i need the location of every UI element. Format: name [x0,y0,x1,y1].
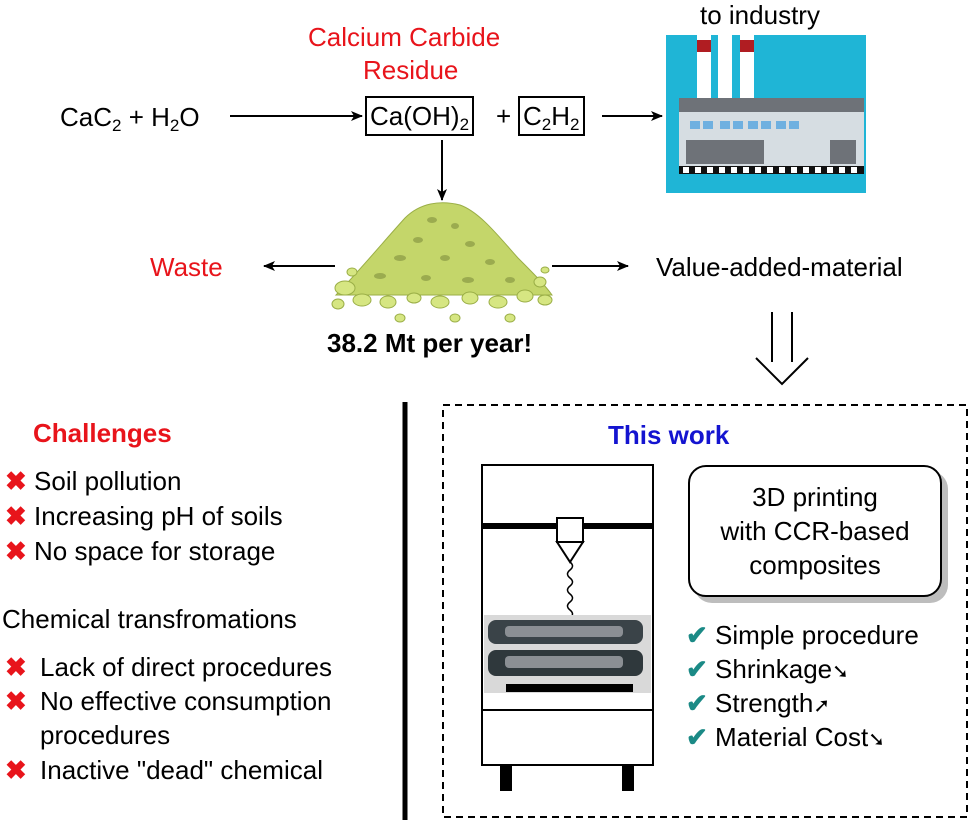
ccr-label-line2: Residue [363,55,459,85]
benefit-item: ✔ Shrinkage➘ [686,654,849,684]
industry-label: to industry [700,0,820,30]
cross-icon: ✖ [5,755,27,785]
benefit-item: ✔ Strength➚ [686,688,831,718]
trend-up-icon: ➚ [813,695,831,717]
check-icon: ✔ [686,620,708,650]
annual-amount: 38.2 Mt per year! [327,328,533,358]
chemical-item: ✖ No effective consumption [5,686,332,716]
reaction-reactants: CaC2 + H2O [60,102,200,135]
cross-icon: ✖ [5,652,27,682]
check-icon: ✔ [686,722,708,752]
printer-icon [481,464,654,791]
cross-icon: ✖ [5,686,27,716]
chemical-item: ✖ Inactive "dead" chemical [5,755,323,785]
chemical-item-continued: procedures [40,720,171,750]
trend-down-icon: ➘ [868,729,885,751]
value-added-label: Value-added-material [656,252,903,282]
waste-label: Waste [150,252,223,282]
check-icon: ✔ [686,654,708,684]
printing-description-box: 3D printing with CCR-based composites [688,465,942,597]
ccr-label-line1: Calcium Carbide [308,22,501,52]
trend-down-icon: ➘ [832,661,849,683]
factory-icon [666,35,866,193]
box-line: with CCR-based [720,516,910,546]
plus-sign: + [496,101,512,131]
ccr-pile-icon [331,202,553,323]
box-line: composites [749,550,881,580]
challenges-title: Challenges [33,418,172,448]
challenge-item: ✖ No space for storage [5,536,276,566]
chemical-title: Chemical transfromations [2,604,297,634]
cross-icon: ✖ [5,536,27,566]
benefit-item: ✔ Material Cost➘ [686,722,885,752]
cross-icon: ✖ [5,466,27,496]
product-caoh2-box: Ca(OH)2 [365,96,475,136]
product-c2h2-box: C2H2 [518,96,585,136]
challenge-item: ✖ Increasing pH of soils [5,501,283,531]
challenge-item: ✖ Soil pollution [5,466,182,496]
box-line: 3D printing [752,482,878,512]
check-icon: ✔ [686,688,708,718]
open-down-arrow-icon [755,312,809,386]
chemical-item: ✖ Lack of direct procedures [5,652,332,682]
cross-icon: ✖ [5,501,27,531]
this-work-title: This work [608,420,730,450]
benefit-item: ✔ Simple procedure [686,620,919,650]
